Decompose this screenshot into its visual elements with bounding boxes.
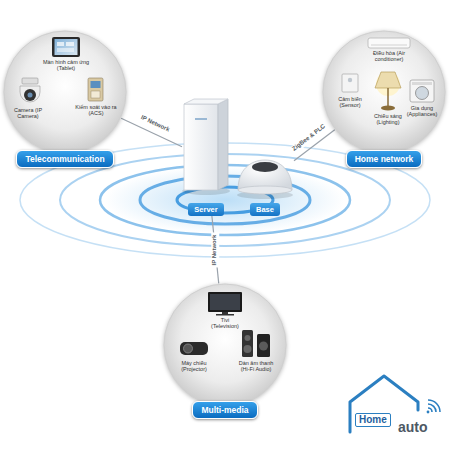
device-label: Màn hình cảm ứng (Tablet) bbox=[41, 59, 91, 72]
lamp-shade bbox=[375, 72, 401, 88]
speaker-cone bbox=[244, 345, 252, 353]
device-name: Camera (IP Camera) bbox=[12, 107, 44, 120]
washer-icon bbox=[410, 80, 434, 102]
projector-icon bbox=[180, 342, 208, 355]
sensor-icon bbox=[342, 74, 358, 92]
tablet-tile bbox=[57, 42, 64, 46]
device-label: Cảm biến (Sensor) bbox=[335, 96, 365, 109]
sensor-eye bbox=[348, 78, 352, 82]
logo-word: auto bbox=[398, 419, 428, 436]
projector-lens bbox=[184, 344, 193, 353]
device-label: Chiếu sáng (Lighting) bbox=[372, 113, 404, 126]
link-label: IP Network bbox=[212, 232, 220, 267]
device-name: Kiểm soát vào ra (ACS) bbox=[72, 104, 120, 117]
network-link bbox=[212, 216, 219, 283]
device-name: Điều hòa (Air conditioner) bbox=[364, 50, 414, 63]
camera-dome bbox=[24, 89, 36, 101]
acs-icon bbox=[88, 78, 103, 101]
tv-foot bbox=[216, 314, 234, 316]
aircon-icon bbox=[368, 38, 410, 48]
device-name: Tivi (Television) bbox=[208, 317, 242, 330]
server-side bbox=[218, 99, 228, 190]
camera-icon bbox=[20, 86, 40, 102]
device-label: Máy chiếu (Projector) bbox=[178, 360, 210, 373]
lamp-stem bbox=[387, 88, 389, 106]
wifi-arc bbox=[428, 404, 436, 412]
speaker-cone bbox=[259, 342, 268, 351]
device-name: Cảm biến (Sensor) bbox=[335, 96, 365, 109]
device-name: Dàn âm thanh (Hi-Fi Audio) bbox=[237, 360, 275, 373]
washer-door bbox=[416, 87, 429, 100]
washer-panel bbox=[412, 82, 432, 85]
lamp-base bbox=[381, 106, 395, 111]
circle-shape bbox=[323, 31, 445, 153]
server-front bbox=[184, 104, 218, 190]
category-band: Multi-media bbox=[192, 401, 257, 419]
acs-keypad bbox=[91, 91, 100, 98]
acs-screen bbox=[91, 81, 101, 88]
device-label: Gia dụng (Appliances) bbox=[405, 105, 439, 118]
device-label: Điều hòa (Air conditioner) bbox=[364, 50, 414, 63]
base-rim bbox=[238, 186, 292, 194]
hardware-tab: Base bbox=[250, 203, 280, 216]
speaker-cone bbox=[245, 335, 251, 341]
device-label: Kiểm soát vào ra (ACS) bbox=[72, 104, 120, 117]
tablet-tile bbox=[57, 48, 74, 52]
circle-shape bbox=[164, 284, 286, 406]
aircon-vent bbox=[371, 45, 407, 46]
tablet-tile bbox=[66, 42, 74, 46]
tv-screen bbox=[210, 294, 240, 310]
server-mark bbox=[195, 118, 207, 120]
hardware-tab: Server bbox=[188, 203, 223, 216]
link-label: IP Network bbox=[138, 114, 173, 136]
logo-word: Home bbox=[355, 413, 391, 427]
server-top bbox=[184, 99, 228, 104]
circle-shape bbox=[4, 31, 126, 153]
tablet-icon bbox=[52, 37, 80, 57]
base-dome bbox=[238, 160, 292, 190]
device-name: Màn hình cảm ứng (Tablet) bbox=[41, 59, 91, 72]
device-label: Tivi (Television) bbox=[208, 317, 242, 330]
tablet-screen bbox=[55, 39, 78, 55]
device-label: Dàn âm thanh (Hi-Fi Audio) bbox=[237, 360, 275, 373]
wifi-arc bbox=[428, 400, 440, 412]
camera-lens bbox=[28, 93, 33, 98]
device-name: Máy chiếu (Projector) bbox=[178, 360, 210, 373]
base-cap bbox=[252, 162, 278, 172]
device-name: Gia dụng (Appliances) bbox=[405, 105, 439, 118]
tv-icon bbox=[208, 292, 242, 312]
wifi-dot bbox=[427, 411, 430, 414]
device-name: Chiếu sáng (Lighting) bbox=[372, 113, 404, 126]
category-band: Home network bbox=[346, 150, 423, 168]
speaker-icon bbox=[242, 330, 253, 357]
category-band: Telecommunication bbox=[16, 150, 113, 168]
tv-stand bbox=[222, 312, 228, 314]
camera-mount bbox=[22, 78, 38, 84]
device-label: Camera (IP Camera) bbox=[12, 107, 44, 120]
speaker-icon bbox=[257, 334, 270, 357]
